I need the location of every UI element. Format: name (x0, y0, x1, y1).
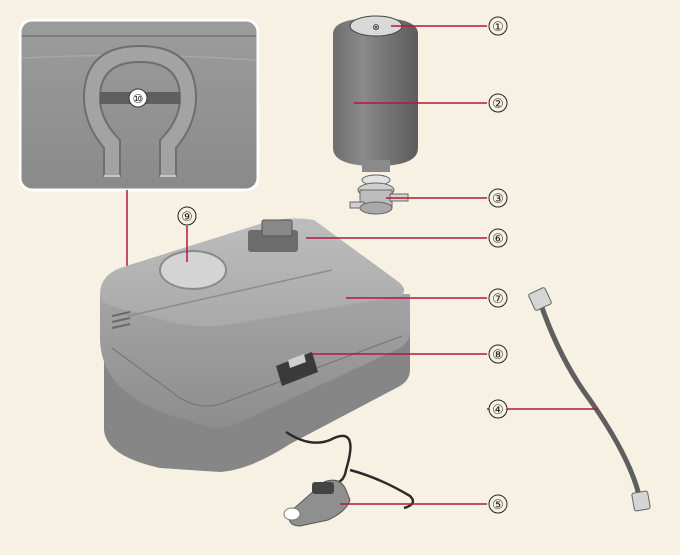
svg-text:⑩: ⑩ (133, 92, 144, 106)
power-plug (283, 479, 351, 527)
compressor-marker: ⑦ (488, 288, 508, 308)
sealant-cap-glyph: ⊗ (372, 23, 380, 33)
compressor-box (100, 218, 410, 472)
svg-text:⑧: ⑧ (492, 348, 504, 363)
svg-text:⑨: ⑨ (181, 210, 193, 225)
svg-text:④: ④ (492, 403, 504, 418)
power-cord (285, 430, 352, 486)
filling-hose-adapter-marker: ③ (488, 188, 508, 208)
svg-text:⑥: ⑥ (492, 232, 504, 247)
svg-text:③: ③ (492, 192, 504, 207)
sealant-bottle-marker: ② (488, 93, 508, 113)
sealant-cap-marker: ① (488, 16, 508, 36)
svg-text:⑦: ⑦ (492, 292, 504, 307)
svg-text:⑤: ⑤ (492, 498, 504, 513)
power-plug-marker: ⑤ (488, 494, 508, 514)
svg-text:②: ② (492, 97, 504, 112)
svg-text:①: ① (492, 20, 504, 35)
bottle-holder-marker: ⑥ (488, 228, 508, 248)
on-off-switch-marker: ⑧ (488, 344, 508, 364)
air-hose (528, 287, 651, 512)
sealant-bottle: ⊗ (333, 15, 418, 172)
air-hose-marker: ④ (488, 399, 508, 419)
inset-detail-marker: ⑩ (128, 88, 148, 108)
pressure-gauge-marker: ⑨ (177, 206, 197, 226)
filling-hose-adapter (349, 174, 409, 215)
